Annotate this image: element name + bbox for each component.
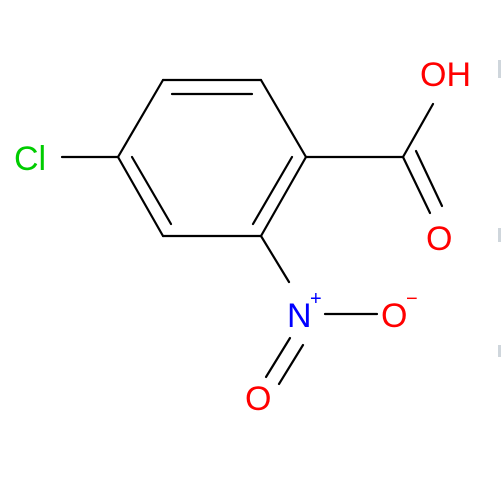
bond-n-o-double-a [264,336,292,379]
atom-nitro-oxygen-double: O [245,380,271,418]
charge-nitro-oxygen: − [406,288,418,310]
bond-c-o-double-a [401,155,432,215]
edge-artifact [498,345,501,357]
edge-artifact [498,60,501,78]
bond-c-o-double-b [414,149,444,208]
atom-nitro-oxygen-single: O [381,297,407,335]
ring-bond-right-inner [251,155,294,226]
bond-n-o-double-b [277,343,305,386]
atom-nitro-nitrogen: N [287,297,312,335]
atom-chlorine: Cl [14,140,46,178]
bond-c-oh [401,102,435,159]
ring-bond-top-left [116,78,165,159]
ring-bond-right-down [259,155,308,238]
bond-ring-n [259,234,291,284]
charge-nitro-nitrogen: + [310,288,322,310]
ring-bond-bottom-left [116,155,165,238]
ring-bond-top-right [259,78,308,159]
atom-carbonyl-oxygen: O [426,220,452,258]
atom-hydroxyl: OH [420,56,471,94]
edge-artifact [498,228,501,242]
ring-bond-left-inner [130,155,173,226]
